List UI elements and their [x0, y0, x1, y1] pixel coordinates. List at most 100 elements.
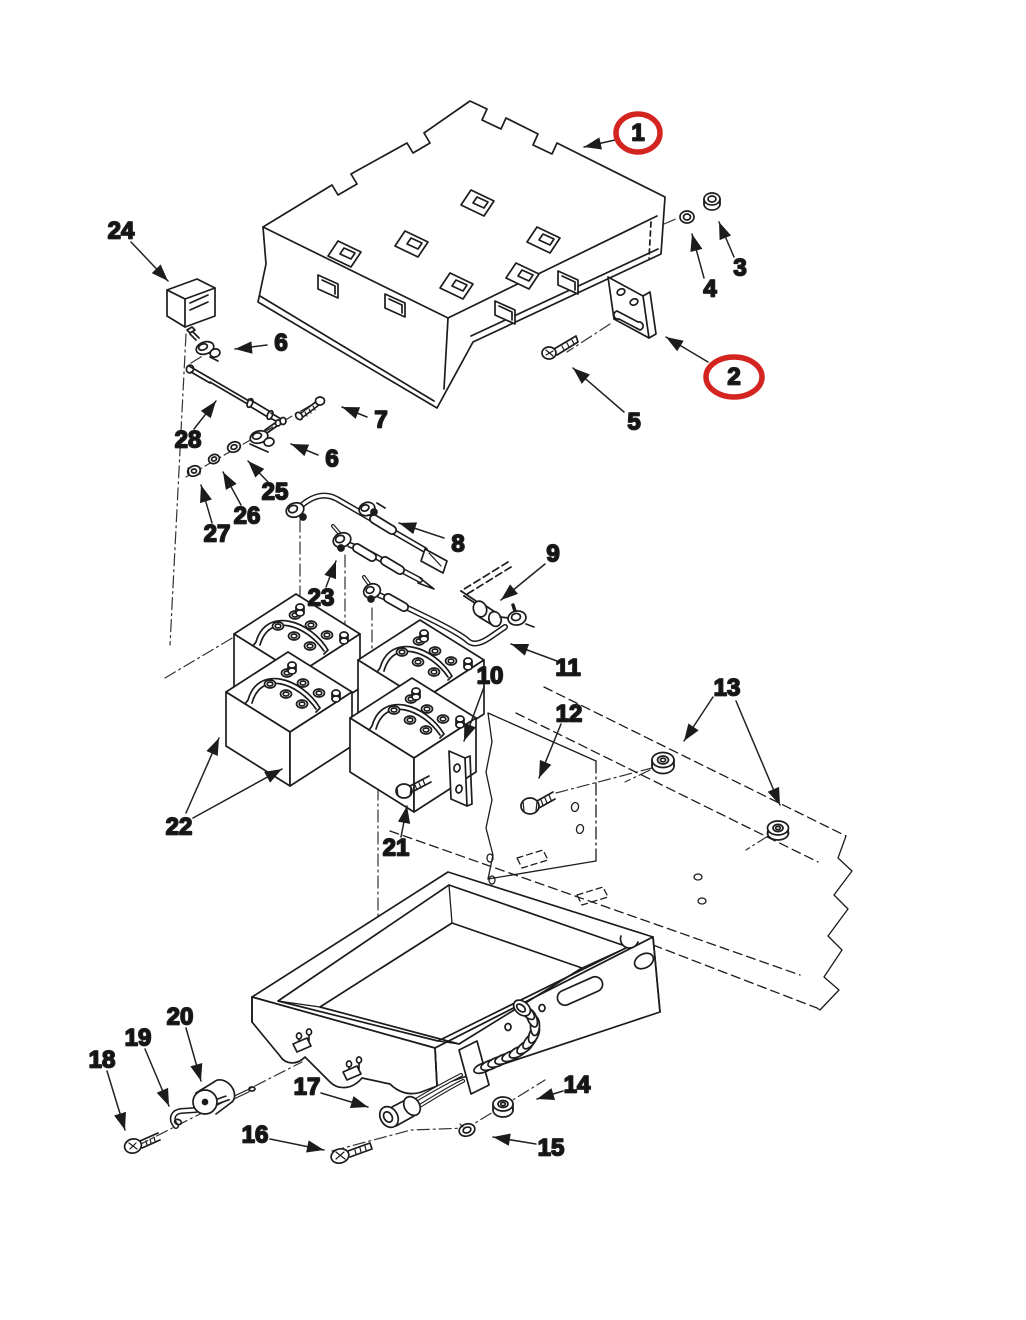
callout-label: 24 — [108, 218, 135, 245]
arrowhead — [200, 485, 212, 504]
callout-label: 12 — [556, 701, 583, 728]
arrowhead — [306, 1140, 324, 1153]
callout-7: 7 — [341, 406, 389, 434]
arrowhead — [397, 806, 411, 824]
bolt-5 — [541, 335, 579, 360]
callout-label: 6 — [325, 446, 338, 473]
arrowhead — [666, 337, 684, 352]
battery-tray — [251, 871, 661, 1095]
callout-label: 7 — [374, 407, 387, 434]
wiring-conduit — [404, 999, 541, 1114]
rod-28 — [185, 364, 287, 426]
arrowhead — [719, 222, 732, 241]
callout-label: 15 — [538, 1135, 565, 1162]
callout-21: 21 — [382, 805, 411, 862]
arrowhead — [399, 522, 418, 535]
frame-plate-phantom — [485, 712, 597, 880]
washer-26 — [207, 453, 221, 465]
nut-13b — [766, 820, 790, 841]
connector-17 — [378, 1095, 422, 1129]
arrowhead — [291, 444, 310, 457]
arrowhead — [464, 722, 476, 741]
callout-label: 3 — [733, 255, 746, 282]
callout-26: 26 — [222, 471, 261, 530]
callout-label: 22 — [166, 814, 193, 841]
suppressor-20 — [192, 1078, 256, 1115]
callout-label: 17 — [294, 1074, 321, 1101]
arrowhead — [200, 401, 216, 419]
cable-23 — [331, 524, 435, 590]
callout-28: 28 — [174, 400, 217, 454]
nut-14 — [492, 1096, 514, 1118]
arrowhead — [493, 1133, 511, 1146]
mounting-bracket — [607, 276, 657, 339]
callout-label: 1 — [631, 120, 644, 147]
terminal-cover-24 — [166, 278, 216, 328]
callout-14: 14 — [536, 1071, 592, 1100]
nut-27 — [186, 464, 202, 478]
arrowhead — [206, 738, 219, 757]
callout-label: 19 — [125, 1025, 152, 1052]
callout-9: 9 — [500, 540, 561, 601]
washer-4 — [679, 210, 695, 224]
callout-label: 5 — [627, 409, 640, 436]
cable-11 — [362, 575, 508, 647]
bolt-12 — [520, 791, 556, 815]
cable-clip — [292, 1028, 313, 1053]
callout-10: 10 — [463, 662, 504, 742]
battery-cables — [285, 492, 535, 647]
callout-2: 2 — [665, 336, 765, 400]
arrowhead — [235, 341, 253, 354]
callout-5: 5 — [572, 367, 642, 436]
arrowhead — [248, 461, 265, 478]
callout-4: 4 — [690, 233, 718, 303]
arrowhead — [114, 1111, 126, 1130]
callout-label: 14 — [564, 1072, 591, 1099]
callout-label: 6 — [274, 330, 287, 357]
callout-22: 22 — [165, 737, 283, 841]
callout-label: 26 — [234, 503, 261, 530]
callout-label: 27 — [204, 521, 231, 548]
arrowhead — [501, 584, 519, 600]
arrowhead — [584, 137, 602, 150]
callout-25: 25 — [247, 460, 289, 506]
callout-label: 16 — [242, 1122, 269, 1149]
bolt-7 — [294, 396, 326, 421]
callout-12: 12 — [538, 700, 583, 779]
callout-label: 10 — [477, 663, 504, 690]
arrowhead — [190, 1062, 203, 1081]
callout-label: 23 — [308, 585, 335, 612]
cable-8 — [285, 492, 448, 574]
spacer-plate-10 — [448, 750, 473, 807]
callout-8: 8 — [398, 522, 466, 558]
arrowhead — [223, 472, 237, 490]
frame-rail-phantom — [389, 686, 853, 1011]
arrowhead — [684, 723, 699, 741]
callout-20: 20 — [166, 1003, 203, 1082]
callout-16: 16 — [241, 1121, 325, 1153]
callout-label: 11 — [555, 655, 580, 682]
callout-label: 9 — [546, 541, 559, 568]
callout-23: 23 — [307, 560, 337, 612]
bolt-21 — [395, 775, 432, 799]
arrowhead — [349, 1096, 368, 1108]
callout-label: 25 — [262, 479, 289, 506]
callout-label: 2 — [727, 364, 740, 391]
highlight-circle — [703, 354, 765, 400]
arrowhead — [151, 264, 168, 281]
callout-3: 3 — [718, 221, 748, 282]
callout-18: 18 — [88, 1046, 126, 1131]
callout-label: 18 — [89, 1047, 116, 1074]
nut-13a — [651, 751, 675, 775]
cable-9 — [460, 561, 535, 628]
callout-24: 24 — [107, 217, 169, 282]
callout-27: 27 — [200, 484, 231, 548]
callout-label: 4 — [703, 276, 717, 303]
callout-1: 1 — [583, 111, 663, 155]
highlight-circle — [613, 111, 663, 155]
washer-25 — [226, 440, 242, 454]
callout-label: 21 — [383, 835, 410, 862]
